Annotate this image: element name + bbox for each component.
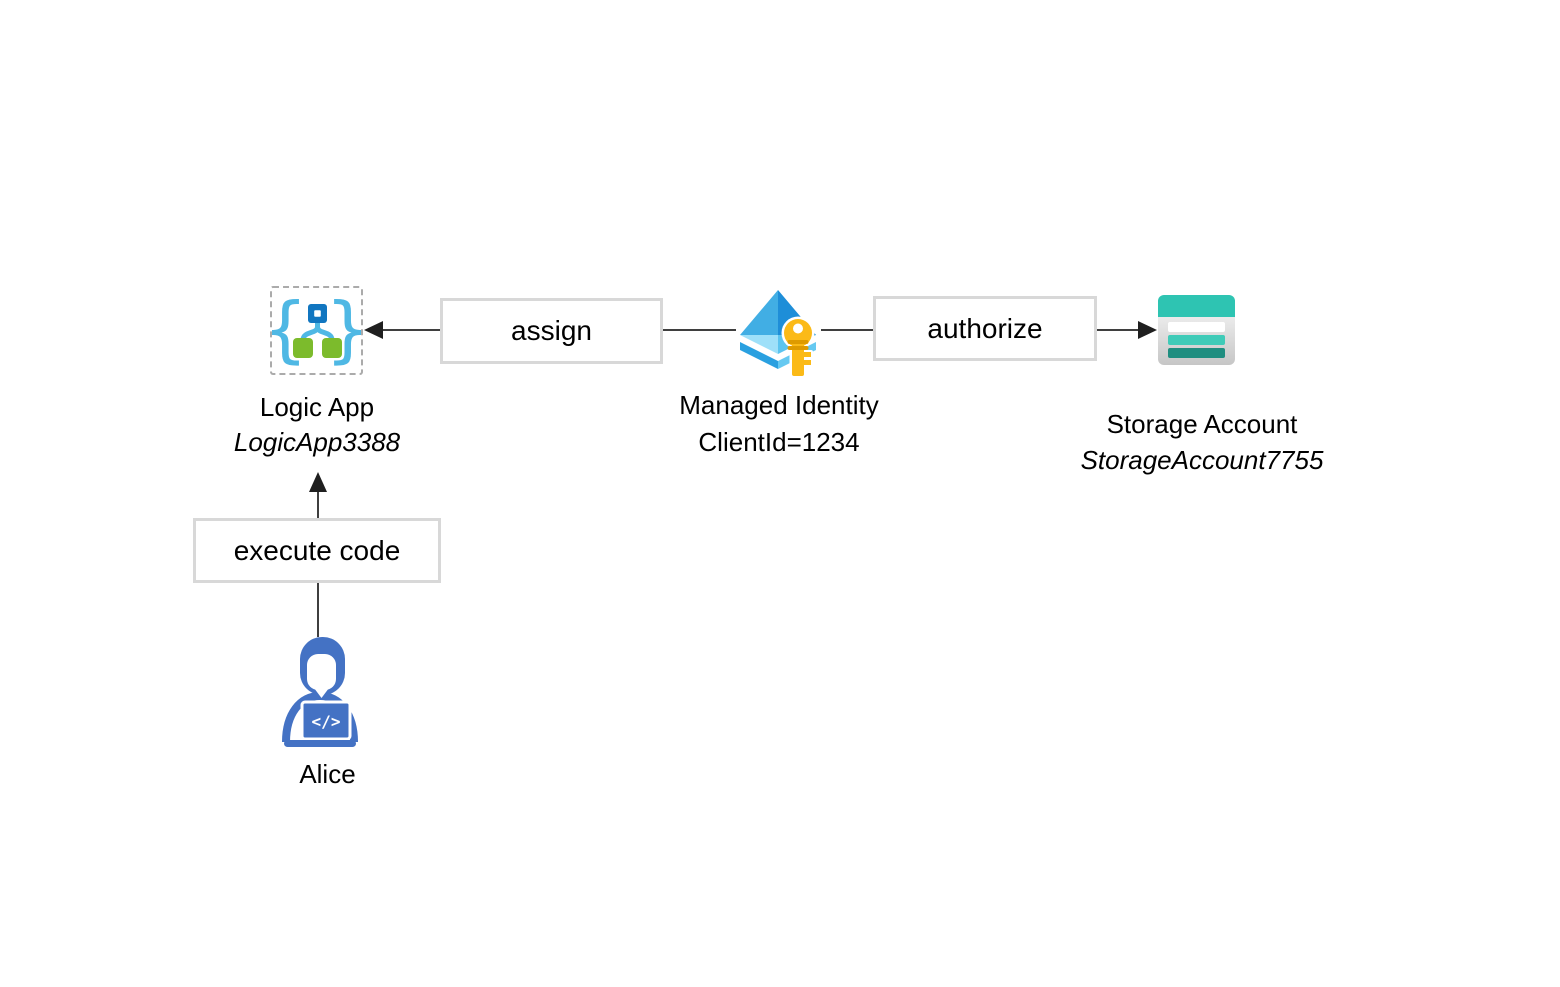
logic-app-title: Logic App xyxy=(259,392,375,422)
execute-code-edge-box: execute code xyxy=(193,518,441,583)
key-tooth-lower xyxy=(804,360,811,365)
managed-identity-title: Managed Identity xyxy=(679,390,879,420)
storage-account-title: Storage Account xyxy=(1106,409,1298,439)
storage-bar-dark-teal xyxy=(1168,348,1225,358)
workflow-root-node-hole xyxy=(314,310,321,317)
arrowhead-right-icon xyxy=(1138,321,1157,339)
person-collar xyxy=(314,688,329,698)
pyramid-face-top-left xyxy=(740,290,778,335)
key-shaft xyxy=(792,343,804,376)
person-face xyxy=(307,654,336,690)
arrowhead-left-icon xyxy=(364,321,383,339)
execute-code-edge-label: execute code xyxy=(233,534,401,566)
user-label: Alice xyxy=(299,759,356,789)
storage-top-band xyxy=(1158,295,1235,317)
assign-edge-box: assign xyxy=(440,298,663,364)
managed-identity-subtitle: ClientId=1234 xyxy=(698,427,860,457)
managed-identity-icon xyxy=(740,290,816,378)
laptop-base xyxy=(284,740,356,747)
authorize-edge-box: authorize xyxy=(873,296,1097,361)
developer-user-icon: </> xyxy=(282,637,358,747)
logic-app-icon: { } xyxy=(270,286,363,375)
logic-app-subtitle: LogicApp3388 xyxy=(233,427,401,457)
laptop-code-glyph: </> xyxy=(312,712,341,731)
key-icon xyxy=(781,316,815,378)
key-tooth-upper xyxy=(804,352,811,357)
laptop-screen xyxy=(300,700,352,741)
authorize-edge-label: authorize xyxy=(927,312,1043,344)
workflow-leaf-right xyxy=(322,338,342,358)
storage-bar-white xyxy=(1168,322,1225,332)
storage-account-subtitle: StorageAccount7755 xyxy=(1080,445,1324,475)
logic-app-workflow-icon: { } xyxy=(272,288,361,371)
storage-account-icon xyxy=(1158,295,1235,365)
pyramid-face-bottom-left xyxy=(740,335,778,354)
right-brace-glyph: } xyxy=(325,288,361,371)
storage-bar-teal xyxy=(1168,335,1225,345)
arrowhead-up-icon xyxy=(309,472,327,492)
key-hole xyxy=(793,323,803,334)
key-ridge-upper xyxy=(787,340,809,344)
assign-edge-label: assign xyxy=(511,315,592,346)
workflow-leaf-left xyxy=(293,338,313,358)
left-brace-glyph: { xyxy=(272,288,308,371)
pyramid-base-left xyxy=(740,342,778,369)
key-ridge-lower xyxy=(787,346,809,350)
